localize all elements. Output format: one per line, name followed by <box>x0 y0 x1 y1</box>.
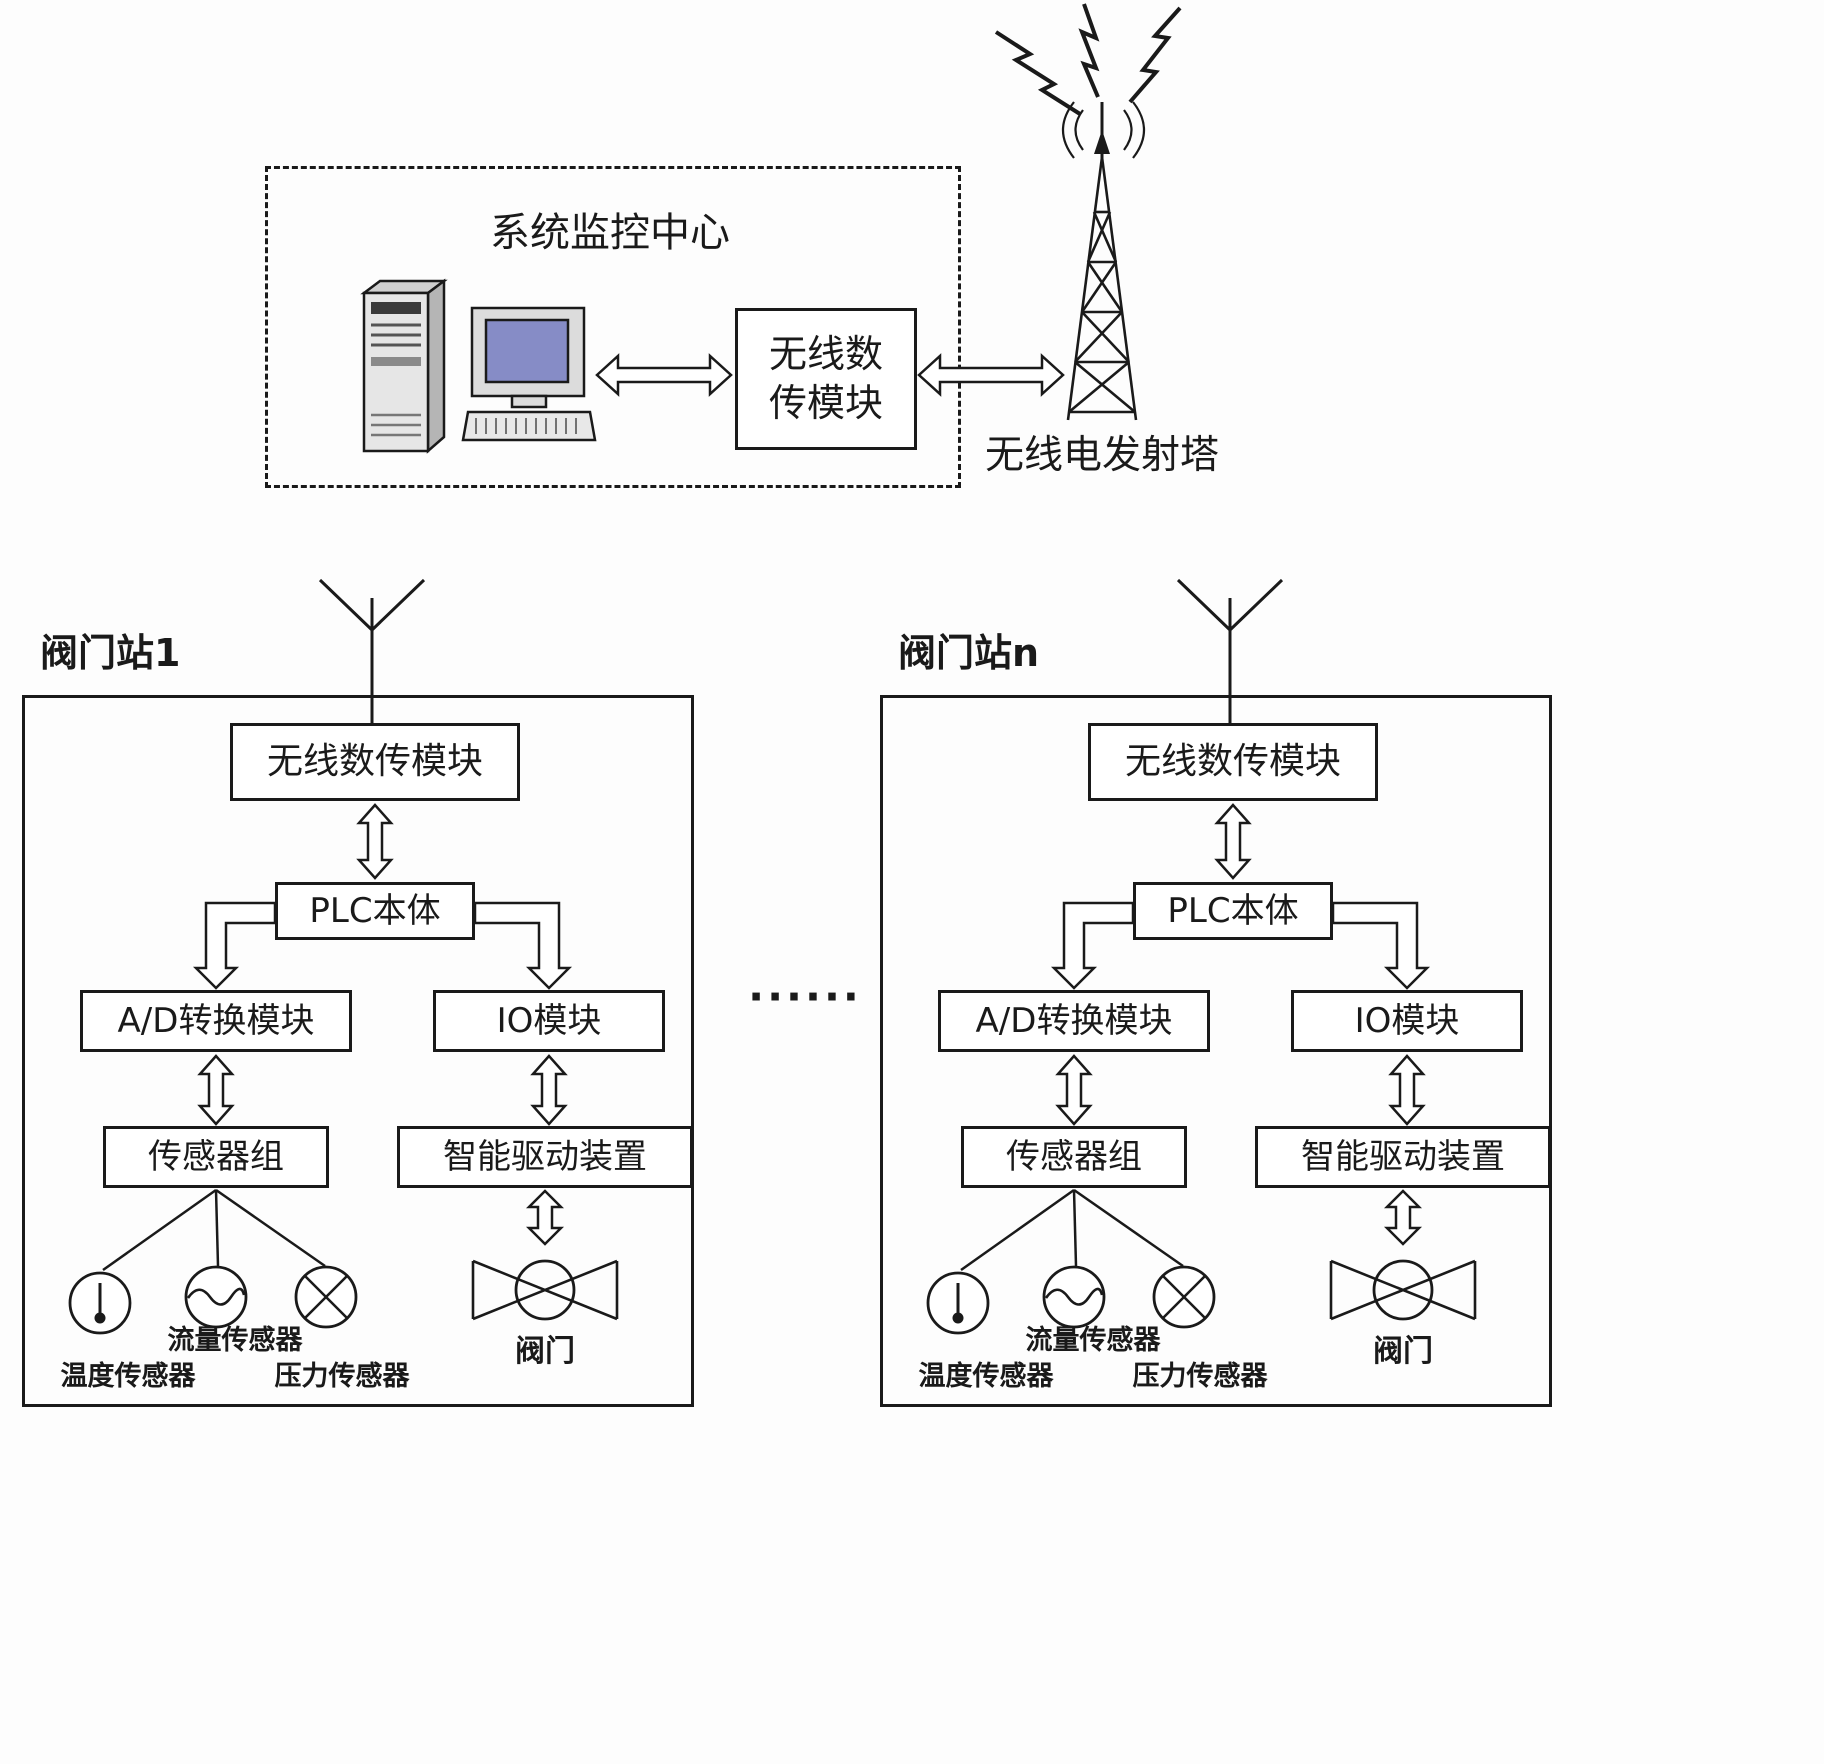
stations-ellipsis: ······ <box>748 972 862 1021</box>
drive-unit-box: 智能驱动装置 <box>397 1126 693 1188</box>
plc-box: PLC本体 <box>275 882 475 940</box>
lightning-icon <box>994 3 1182 116</box>
station-wireless-module: 无线数传模块 <box>230 723 520 801</box>
branch-arrows-icon <box>192 901 573 990</box>
control-center-wireless-module: 无线数传模块 <box>735 308 917 450</box>
station-wireless-module: 无线数传模块 <box>1088 723 1378 801</box>
pressure-sensor-icon <box>1152 1265 1216 1329</box>
control-center-title: 系统监控中心 <box>490 210 730 256</box>
valve-icon <box>471 1259 619 1321</box>
antenna-icon <box>318 578 426 743</box>
station-frame: 无线数传模块 PLC本体 A/D转换模块 IO模块 传感器组 智能驱动装置 <box>880 695 1552 1407</box>
temp-sensor-label: 温度传感器 <box>918 1361 1054 1392</box>
sensor-group-box: 传感器组 <box>103 1126 329 1188</box>
double-arrow-icon <box>595 353 733 397</box>
temperature-sensor-icon <box>926 1271 990 1335</box>
pressure-sensor-label: 压力传感器 <box>274 1361 410 1392</box>
double-arrow-icon <box>917 353 1065 397</box>
ad-module-box: A/D转换模块 <box>938 990 1210 1052</box>
flow-sensor-label: 流量传感器 <box>1025 1325 1161 1356</box>
sensor-fan-lines <box>960 1188 1184 1272</box>
temp-sensor-label: 温度传感器 <box>60 1361 196 1392</box>
station-frame: 无线数传模块 PLC本体 A/D转换模块 IO模块 传感器组 智能驱动装置 <box>22 695 694 1407</box>
drive-unit-box: 智能驱动装置 <box>1255 1126 1551 1188</box>
sensor-fan-lines <box>102 1188 326 1272</box>
plc-box: PLC本体 <box>1133 882 1333 940</box>
control-center-frame <box>265 166 961 488</box>
wireless-module-label: 无线数传模块 <box>768 331 883 425</box>
radio-tower-icon <box>994 3 1182 421</box>
branch-arrows-icon <box>1050 901 1431 990</box>
valve-station-1: 阀门站1 无线数传模块 PLC本体 A/D转换模块 IO模块 <box>22 578 694 1408</box>
temperature-sensor-icon <box>68 1271 132 1335</box>
monitor-icon <box>461 306 597 442</box>
io-module-box: IO模块 <box>1291 990 1523 1052</box>
computer-tower-icon <box>360 278 448 454</box>
valve-label: 阀门 <box>515 1334 575 1369</box>
pressure-sensor-label: 压力传感器 <box>1132 1361 1268 1392</box>
valve-icon <box>1329 1259 1477 1321</box>
double-arrow-icon <box>1055 1054 1093 1126</box>
flow-sensor-icon <box>184 1265 248 1329</box>
valve-station-n: 阀门站n 无线数传模块 PLC本体 A/D转换模块 IO模块 <box>880 578 1552 1408</box>
double-arrow-icon <box>1383 1189 1423 1246</box>
double-arrow-icon <box>197 1054 235 1126</box>
flow-sensor-label: 流量传感器 <box>167 1325 303 1356</box>
double-arrow-icon <box>525 1189 565 1246</box>
pressure-sensor-icon <box>294 1265 358 1329</box>
station-title: 阀门站1 <box>40 631 181 675</box>
ad-module-box: A/D转换模块 <box>80 990 352 1052</box>
double-arrow-icon <box>1214 803 1252 880</box>
flow-sensor-icon <box>1042 1265 1106 1329</box>
double-arrow-icon <box>530 1054 568 1126</box>
io-module-box: IO模块 <box>433 990 665 1052</box>
station-title: 阀门站n <box>898 631 1040 675</box>
antenna-icon <box>1176 578 1284 743</box>
valve-label: 阀门 <box>1373 1334 1433 1369</box>
double-arrow-icon <box>356 803 394 880</box>
double-arrow-icon <box>1388 1054 1426 1126</box>
sensor-group-box: 传感器组 <box>961 1126 1187 1188</box>
tower-label: 无线电发射塔 <box>984 433 1219 478</box>
